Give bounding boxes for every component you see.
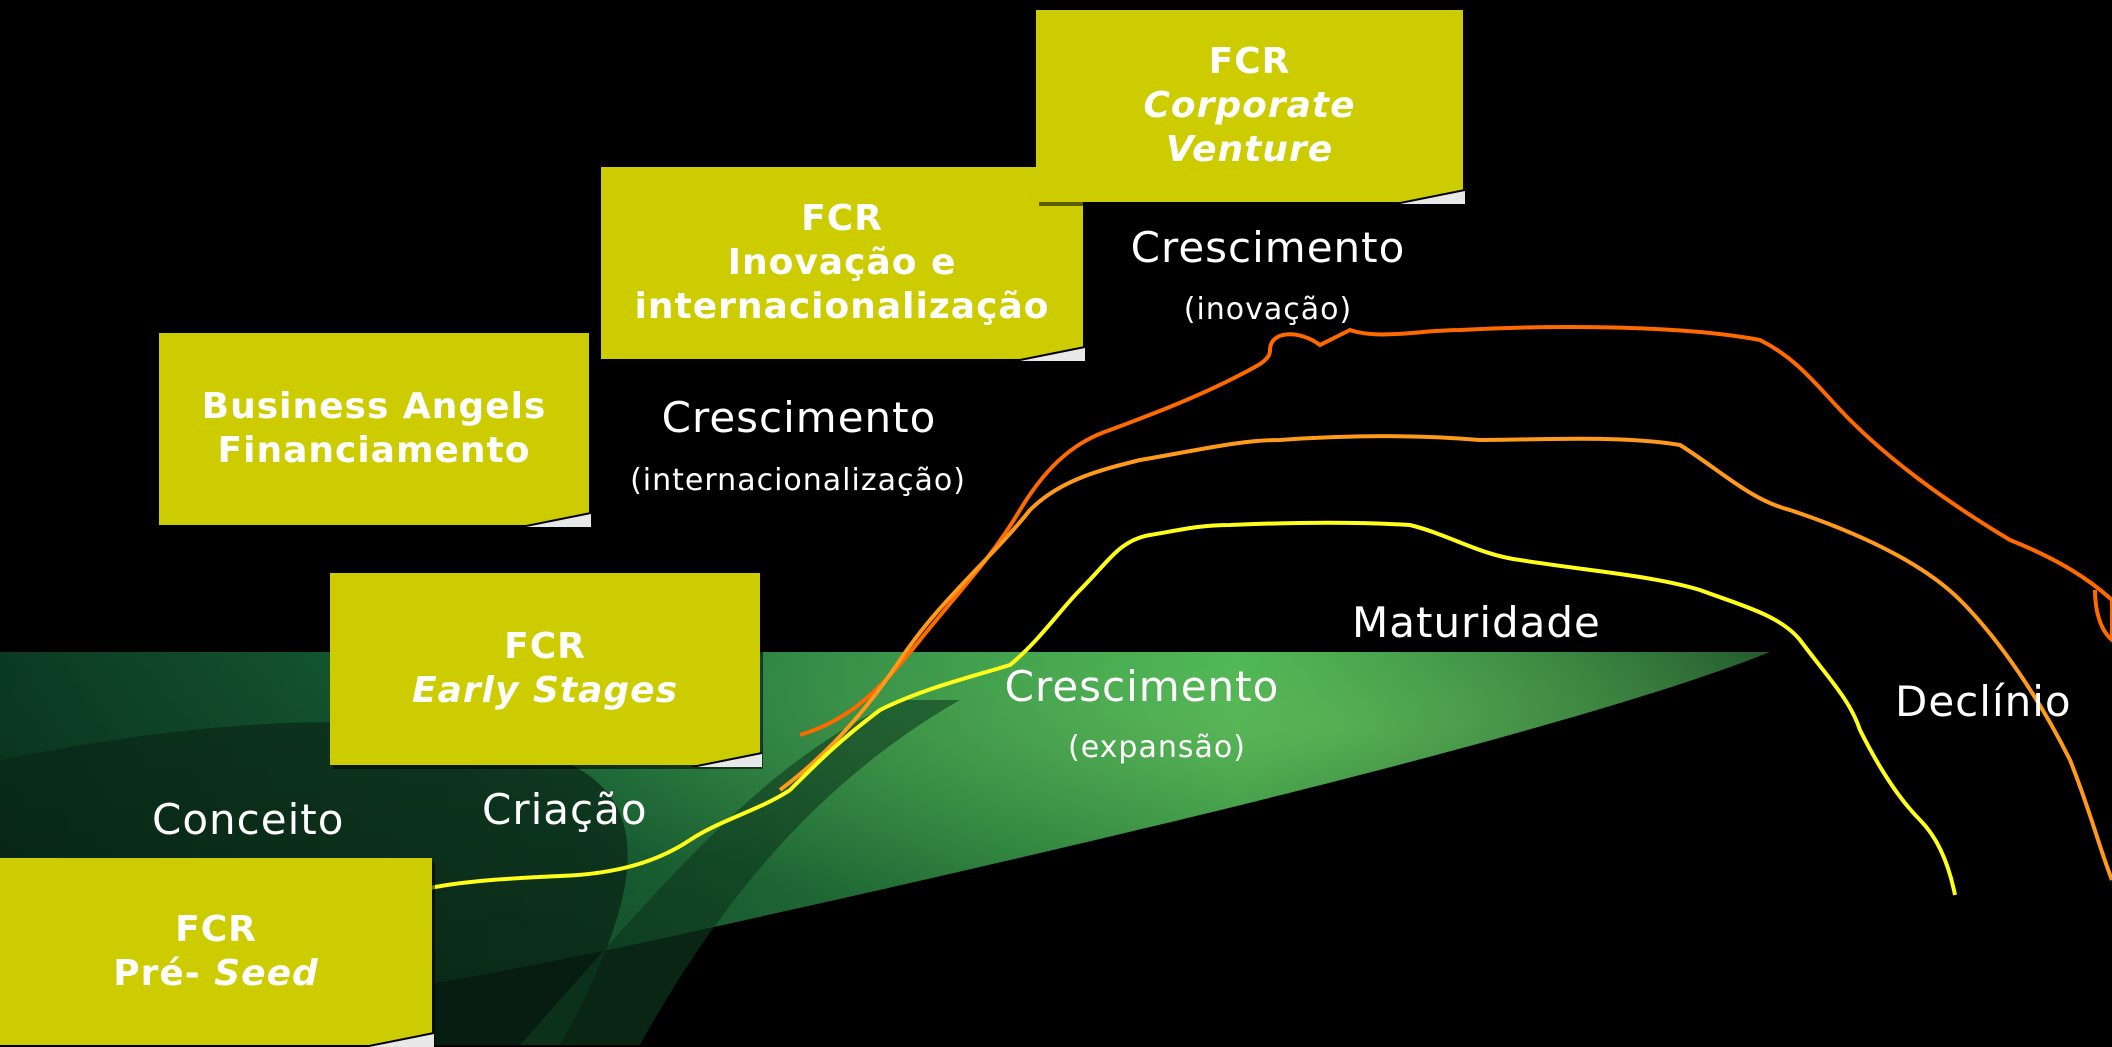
note-fold-icon [692, 752, 762, 767]
stage-maturidade: Maturidade [1352, 598, 1601, 647]
note-fcr-corporate-line2: Corporate [1143, 85, 1356, 127]
note-fold-icon [364, 1032, 434, 1047]
note-fcr-inovacao-line3: internacionalização [634, 285, 1050, 327]
stage-crescimento-intl-sub: (internacionalização) [630, 463, 966, 498]
note-fold-icon [1015, 346, 1085, 361]
note-fold-icon [521, 512, 591, 527]
stage-crescimento-intl: Crescimento [661, 393, 937, 442]
note-fcr-pre-seed: FCR Pré- Seed [0, 858, 434, 1047]
note-business-angels-title: Business Angels [201, 386, 547, 428]
note-fold-icon [1395, 189, 1465, 204]
note-fcr-pre-seed-title: FCR [175, 908, 257, 950]
note-fcr-corporate-venture: FCR Corporate Venture [1036, 10, 1465, 204]
stage-criacao: Criação [482, 785, 648, 834]
note-fcr-pre-seed-subtitle: Pré- Seed [113, 952, 319, 996]
stage-crescimento-expansao: Crescimento [1004, 662, 1280, 711]
note-fcr-corporate-line3: Venture [1165, 128, 1334, 170]
note-fcr-early-stages: FCR Early Stages [330, 573, 762, 767]
stage-conceito: Conceito [152, 795, 345, 844]
curve-yellow [429, 520, 1957, 896]
note-business-angels-subtitle: Financiamento [217, 430, 531, 471]
pre-label: Pré- [113, 952, 201, 994]
note-fcr-inovacao: FCR Inovação e internacionalização [601, 167, 1085, 361]
stage-declinio: Declínio [1895, 677, 2072, 726]
note-business-angels: Business Angels Financiamento [159, 333, 591, 527]
note-fcr-inovacao-title: FCR [801, 198, 883, 240]
note-fcr-inovacao-line2: Inovação e [727, 242, 957, 284]
note-fcr-early-subtitle: Early Stages [411, 670, 679, 711]
stage-crescimento-inovacao-sub: (inovação) [1183, 292, 1353, 327]
curve-orange [778, 434, 2112, 881]
stage-crescimento-inovacao: Crescimento [1130, 223, 1406, 272]
note-fcr-early-title: FCR [504, 626, 586, 668]
seed-label: Seed [214, 952, 319, 994]
stage-crescimento-expansao-sub: (expansão) [1068, 730, 1246, 765]
note-fcr-corporate-title: FCR [1208, 41, 1291, 83]
curve-darkorange [799, 325, 2112, 737]
